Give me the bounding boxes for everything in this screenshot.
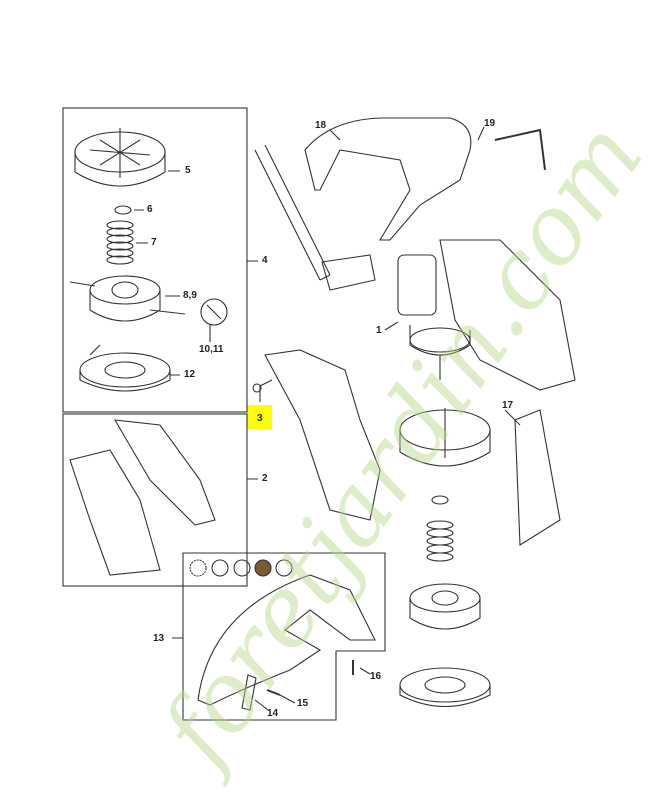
part-2-housing-right — [264, 349, 381, 521]
label-part-5: 5 — [185, 165, 191, 176]
spring-right — [426, 520, 454, 562]
base-right — [399, 667, 491, 708]
label-part-3: 3 — [257, 413, 263, 424]
bracket-clip — [321, 254, 376, 291]
part-18-safety-glasses — [304, 117, 472, 241]
group-box-2 — [62, 413, 248, 587]
label-part-15: 15 — [297, 698, 309, 709]
label-part-1: 1 — [376, 325, 382, 336]
label-part-6: 6 — [147, 204, 153, 215]
part-17-wire-guard — [514, 409, 561, 546]
group-box-4 — [62, 107, 248, 413]
part-12-base — [79, 344, 171, 392]
part-15-screw — [266, 689, 281, 696]
highlight-part-3 — [247, 405, 272, 429]
part-2-housing-left — [69, 449, 161, 576]
motor-housing-half — [439, 239, 576, 391]
part-13-guard — [197, 574, 376, 706]
label-part-8-9: 8,9 — [183, 290, 197, 301]
washer-right — [431, 495, 449, 505]
label-part-12: 12 — [184, 369, 196, 380]
head-cover-right — [399, 408, 491, 467]
part-10-11-line-icon — [200, 298, 228, 326]
part-7-spring — [106, 220, 134, 265]
part-5-cover — [74, 128, 166, 187]
part-8-9-spool — [69, 275, 186, 322]
label-part-16: 16 — [370, 671, 382, 682]
spool-right — [409, 583, 481, 630]
label-part-2: 2 — [262, 473, 268, 484]
label-part-7: 7 — [151, 237, 157, 248]
part-1-motor — [397, 254, 471, 380]
part-2-housing-inner — [113, 419, 216, 526]
part-6-washer — [114, 205, 132, 215]
group-box-13 — [182, 552, 386, 721]
label-part-17: 17 — [502, 400, 514, 411]
label-part-10-11: 10,11 — [199, 344, 224, 355]
part-3-screw — [252, 379, 273, 393]
part-19-hex-key — [494, 128, 546, 171]
label-part-18: 18 — [315, 120, 327, 131]
part-14-blade — [241, 674, 257, 711]
label-part-19: 19 — [484, 118, 496, 129]
shaft — [254, 144, 331, 281]
label-part-13: 13 — [153, 633, 165, 644]
label-part-4: 4 — [262, 255, 268, 266]
line-type-icons — [189, 559, 293, 577]
label-part-14: 14 — [267, 708, 279, 719]
